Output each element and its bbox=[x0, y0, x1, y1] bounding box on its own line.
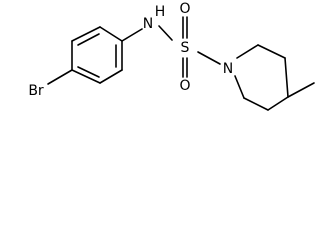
ring-nitrogen-label: N bbox=[223, 61, 233, 77]
nitrogen-sulfur-bond bbox=[158, 25, 173, 41]
oxygen-bottom-label: O bbox=[179, 78, 190, 94]
bromine-bond bbox=[47, 69, 73, 85]
molecule-structure: Br N H S O O N bbox=[28, 1, 315, 111]
benzene-ring bbox=[71, 26, 123, 84]
sulfonyl-oxygen-bonds bbox=[182, 16, 188, 78]
amine-nitrogen-label: N bbox=[143, 16, 153, 32]
bromine-label: Br bbox=[28, 83, 44, 99]
aryl-nitrogen-bond bbox=[121, 28, 143, 42]
sulfur-ring-nitrogen-bond bbox=[197, 51, 221, 65]
methyl-bond bbox=[287, 82, 315, 98]
piperidine-ring bbox=[234, 44, 289, 111]
oxygen-top-label: O bbox=[179, 1, 190, 17]
amine-hydrogen-label: H bbox=[155, 4, 166, 20]
sulfur-label: S bbox=[181, 40, 190, 56]
